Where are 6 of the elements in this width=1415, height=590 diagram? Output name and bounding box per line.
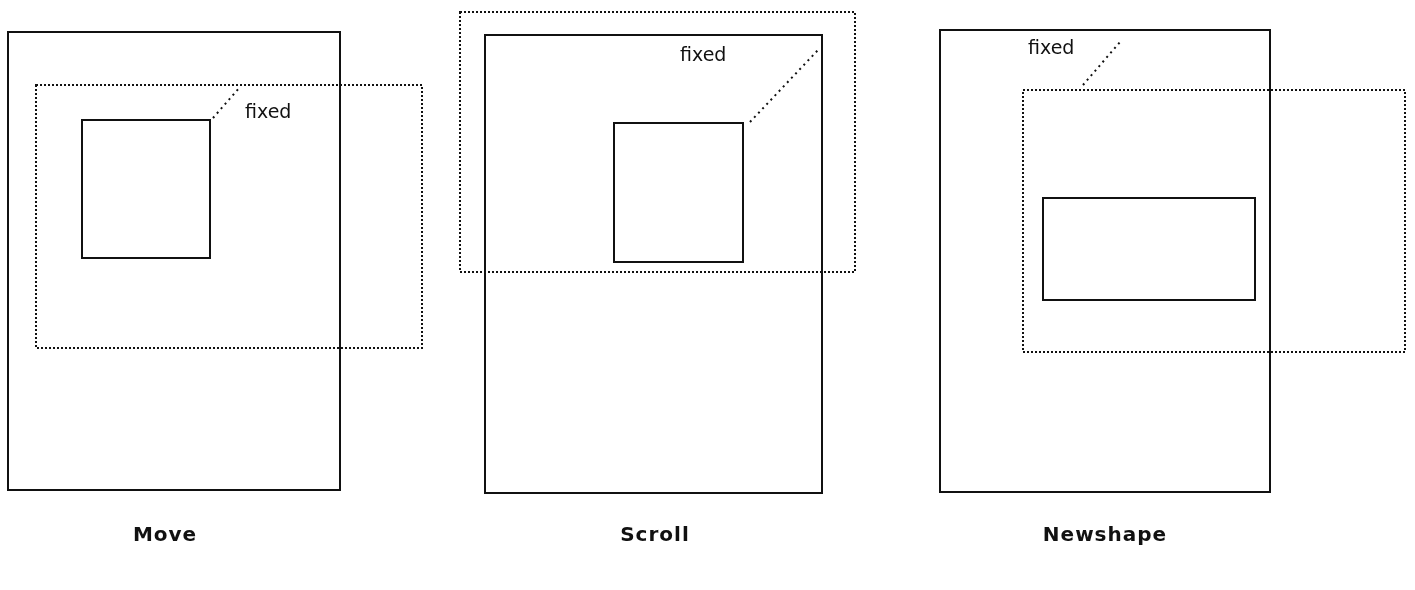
fixed-label: fixed: [245, 102, 292, 121]
fixed-label: fixed: [1028, 38, 1075, 57]
panel-caption: Scroll: [620, 524, 690, 544]
panel-caption: Move: [132, 524, 198, 544]
fixed-label: fixed: [680, 45, 727, 64]
panel-caption: Newshape: [1042, 524, 1168, 544]
